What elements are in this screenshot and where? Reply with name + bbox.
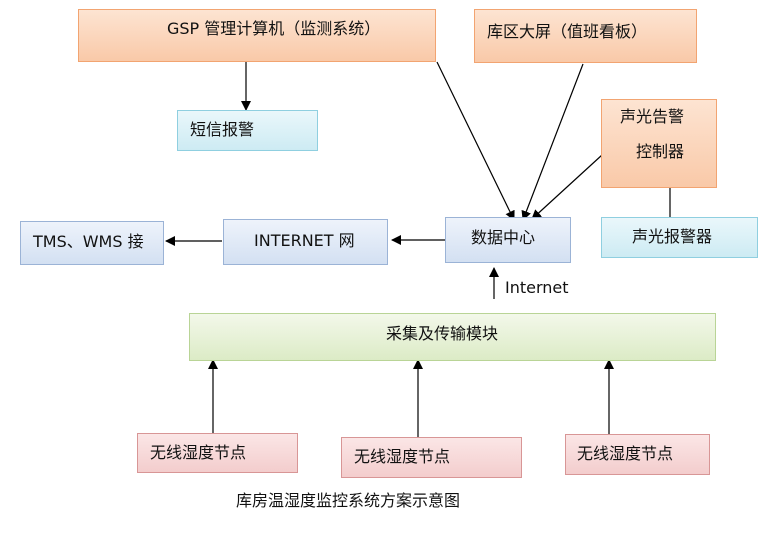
wireless-sensor-node-2: 无线湿度节点	[341, 437, 522, 478]
tms-wms-interface: TMS、WMS 接	[20, 221, 164, 265]
warehouse-big-screen: 库区大屏（值班看板）	[474, 9, 697, 63]
sms-alarm: 短信报警	[177, 110, 318, 151]
collection-module-label: 采集及传输模块	[386, 324, 499, 343]
sound-light-alarm-controller: 声光告警 控制器	[601, 99, 717, 188]
arrow-gsp-to-datacenter	[436, 61, 515, 221]
sound-light-alarm-device: 声光报警器	[601, 217, 758, 258]
data-center: 数据中心	[445, 217, 571, 263]
sms-label: 短信报警	[190, 120, 255, 139]
gsp-label: GSP 管理计算机（监测系统）	[167, 19, 381, 38]
screen-label: 库区大屏（值班看板）	[487, 22, 648, 41]
internet-network: INTERNET 网	[223, 219, 388, 265]
gsp-management-computer: GSP 管理计算机（监测系统）	[78, 9, 436, 62]
collection-transmission-module: 采集及传输模块	[189, 313, 716, 361]
arrow-screen-to-datacenter	[521, 63, 584, 221]
sensor-2-label: 无线湿度节点	[354, 447, 451, 466]
alarm-controller-label-1: 声光告警	[620, 107, 685, 126]
alarm-device-label: 声光报警器	[632, 227, 713, 246]
sensor-3-label: 无线湿度节点	[577, 444, 674, 463]
wireless-sensor-node-1: 无线湿度节点	[137, 433, 298, 473]
sensor-1-label: 无线湿度节点	[150, 443, 247, 462]
arrow-alarmctrl-to-datacenter	[531, 154, 603, 220]
diagram-caption: 库房温湿度监控系统方案示意图	[236, 491, 461, 510]
internet-network-label: INTERNET 网	[254, 231, 355, 250]
internet-link-label: Internet	[505, 278, 569, 297]
tms-wms-label: TMS、WMS 接	[33, 232, 144, 251]
alarm-controller-label-2: 控制器	[636, 142, 685, 161]
wireless-sensor-node-3: 无线湿度节点	[565, 434, 710, 475]
data-center-label: 数据中心	[471, 228, 536, 247]
